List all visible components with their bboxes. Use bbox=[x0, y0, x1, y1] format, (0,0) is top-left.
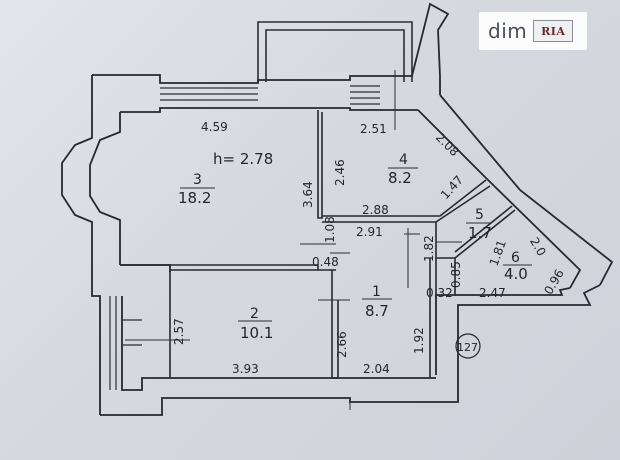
dim-0-85: 0.85 bbox=[449, 261, 463, 288]
dim-2-04: 2.04 bbox=[363, 362, 390, 376]
room-6-number: 6 bbox=[511, 250, 520, 266]
watermark-brand: dim bbox=[488, 19, 528, 43]
window-top-left bbox=[160, 87, 258, 101]
dim-2-57: 2.57 bbox=[172, 318, 186, 345]
dim-0-48: 0.48 bbox=[312, 255, 339, 269]
room-5-area: 1.7 bbox=[468, 224, 492, 242]
room-4-area: 8.2 bbox=[388, 169, 412, 187]
dim-4-59: 4.59 bbox=[201, 120, 228, 134]
room-5-number: 5 bbox=[475, 207, 484, 223]
dim-1-81: 1.81 bbox=[487, 238, 509, 268]
dim-1-82: 1.82 bbox=[422, 235, 436, 262]
room-4-number: 4 bbox=[399, 152, 408, 168]
room-stamp: 127 bbox=[457, 341, 478, 354]
room-3-area: 18.2 bbox=[178, 189, 211, 207]
window-top-right bbox=[350, 85, 380, 105]
inner-walls bbox=[120, 110, 516, 379]
dim-2-51: 2.51 bbox=[360, 122, 387, 136]
room-2-number: 2 bbox=[250, 306, 259, 322]
dim-1-92: 1.92 bbox=[412, 327, 426, 354]
dimension-ticks bbox=[125, 70, 462, 410]
dim-2-46: 2.46 bbox=[333, 159, 347, 186]
window-left-bottom bbox=[109, 296, 142, 390]
dim-2-08: 2.08 bbox=[433, 130, 462, 159]
outer-walls bbox=[61, 2, 614, 416]
dim-3-93: 3.93 bbox=[232, 362, 259, 376]
room-1-number: 1 bbox=[372, 284, 381, 300]
dim-2-47: 2.47 bbox=[479, 286, 506, 300]
dim-2-91: 2.91 bbox=[356, 225, 383, 239]
room-stamp-circle bbox=[455, 333, 481, 359]
room-6-area: 4.0 bbox=[504, 265, 528, 283]
room-1-area: 8.7 bbox=[365, 302, 389, 320]
balcony-top bbox=[257, 21, 413, 82]
ceiling-height: h= 2.78 bbox=[213, 150, 273, 168]
room-2-area: 10.1 bbox=[240, 324, 273, 342]
room-3-number: 3 bbox=[193, 172, 202, 188]
ria-logo-icon: RIA bbox=[533, 20, 574, 42]
dim-0-32: 0.32 bbox=[426, 286, 453, 300]
dim-0-96: 0.96 bbox=[541, 267, 566, 297]
dim-1-47: 1.47 bbox=[438, 173, 466, 202]
dim-2-0: 2.0 bbox=[527, 235, 549, 259]
dim-2-66: 2.66 bbox=[335, 331, 349, 358]
dim-3-64: 3.64 bbox=[301, 181, 315, 208]
dim-2-88: 2.88 bbox=[362, 203, 389, 217]
dim-1-08: 1.08 bbox=[323, 216, 337, 243]
dim-ria-watermark: dim RIA bbox=[479, 12, 587, 50]
